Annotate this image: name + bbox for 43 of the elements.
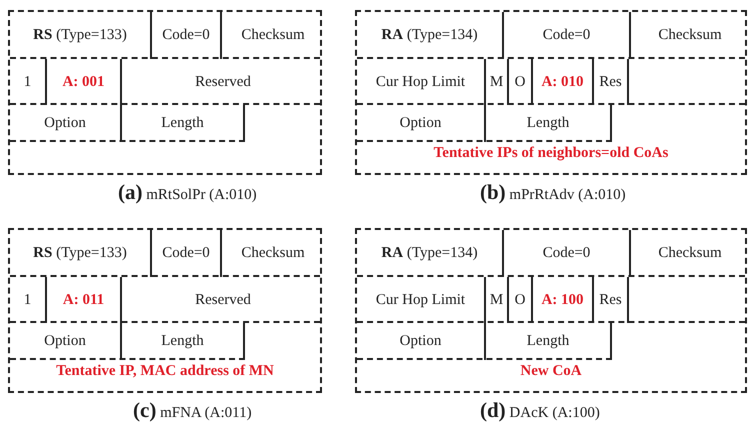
packet-field: Option bbox=[10, 105, 120, 142]
packet-field: Code=0 bbox=[150, 12, 220, 59]
packet-field: A: 011 bbox=[45, 277, 120, 323]
packet-field: Length bbox=[120, 323, 245, 360]
packet-field: Checksum bbox=[220, 230, 324, 277]
packet-field: Option bbox=[357, 323, 484, 360]
packet-field: Length bbox=[484, 323, 612, 360]
packet-field: M bbox=[484, 59, 507, 105]
packet-field: A: 010 bbox=[531, 59, 592, 105]
packet-field: Cur Hop Limit bbox=[357, 277, 484, 323]
packet-field: 1 bbox=[10, 59, 45, 105]
packet-field: RA (Type=134) bbox=[357, 230, 502, 277]
figure-caption: (c) mFNA (A:011) bbox=[133, 398, 252, 422]
packet-field: RA (Type=134) bbox=[357, 12, 502, 59]
packet-field: O bbox=[507, 277, 531, 323]
packet-field: Checksum bbox=[220, 12, 324, 59]
packet-field: Code=0 bbox=[502, 12, 629, 59]
packet-field: O bbox=[507, 59, 531, 105]
packet-field: RS (Type=133) bbox=[10, 230, 150, 277]
packet-field: M bbox=[484, 277, 507, 323]
packet-field: Reserved bbox=[120, 277, 324, 323]
note-text: New CoA bbox=[519, 363, 583, 380]
packet-field: Code=0 bbox=[150, 230, 220, 277]
packet-field: 1 bbox=[10, 277, 45, 323]
packet-field: Cur Hop Limit bbox=[357, 59, 484, 105]
figure-caption: (a) mRtSolPr (A:010) bbox=[118, 180, 257, 205]
packet-field: RS (Type=133) bbox=[10, 12, 150, 59]
packet-field: A: 100 bbox=[531, 277, 592, 323]
note-text: Tentative IP, MAC address of MN bbox=[55, 363, 275, 380]
packet-field: Code=0 bbox=[502, 230, 629, 277]
packet-field: Option bbox=[10, 323, 120, 360]
packet-field: Checksum bbox=[629, 12, 749, 59]
packet-field: Res bbox=[592, 59, 629, 105]
figure-caption: (b) mPrRtAdv (A:010) bbox=[480, 180, 626, 205]
packet-field: Option bbox=[357, 105, 484, 142]
packet-field: Checksum bbox=[629, 230, 749, 277]
packet-field: Length bbox=[120, 105, 245, 142]
packet-field: Res bbox=[592, 277, 629, 323]
packet-field: Reserved bbox=[120, 59, 324, 105]
note-text: Tentative IPs of neighbors=old CoAs bbox=[432, 145, 670, 162]
packet-field: Length bbox=[484, 105, 612, 142]
packet-field: A: 001 bbox=[45, 59, 120, 105]
figure-caption: (d) DAcK (A:100) bbox=[480, 398, 600, 422]
